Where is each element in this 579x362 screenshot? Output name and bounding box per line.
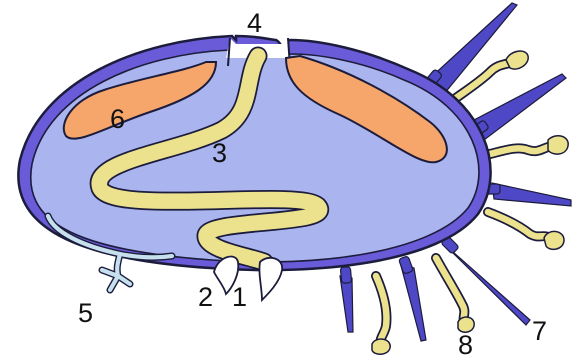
spine-base bbox=[340, 267, 351, 284]
tentacle bbox=[488, 212, 552, 240]
spine bbox=[474, 74, 566, 140]
tentacle-tip bbox=[548, 136, 568, 154]
tentacle-tip bbox=[372, 339, 390, 354]
label-1: 1 bbox=[232, 282, 247, 312]
label-3: 3 bbox=[212, 138, 227, 168]
label-7: 7 bbox=[532, 316, 547, 346]
label-2: 2 bbox=[198, 282, 213, 312]
label-6: 6 bbox=[110, 104, 125, 134]
spine bbox=[492, 183, 571, 206]
label-8: 8 bbox=[458, 330, 473, 360]
cone-tooth-right bbox=[259, 258, 282, 300]
tentacle-tip bbox=[506, 51, 528, 69]
label-4: 4 bbox=[247, 8, 262, 38]
label-5: 5 bbox=[78, 298, 93, 328]
tentacle-tip bbox=[544, 231, 564, 249]
spine bbox=[340, 276, 353, 332]
spine-base bbox=[399, 256, 414, 274]
spine bbox=[400, 262, 426, 341]
